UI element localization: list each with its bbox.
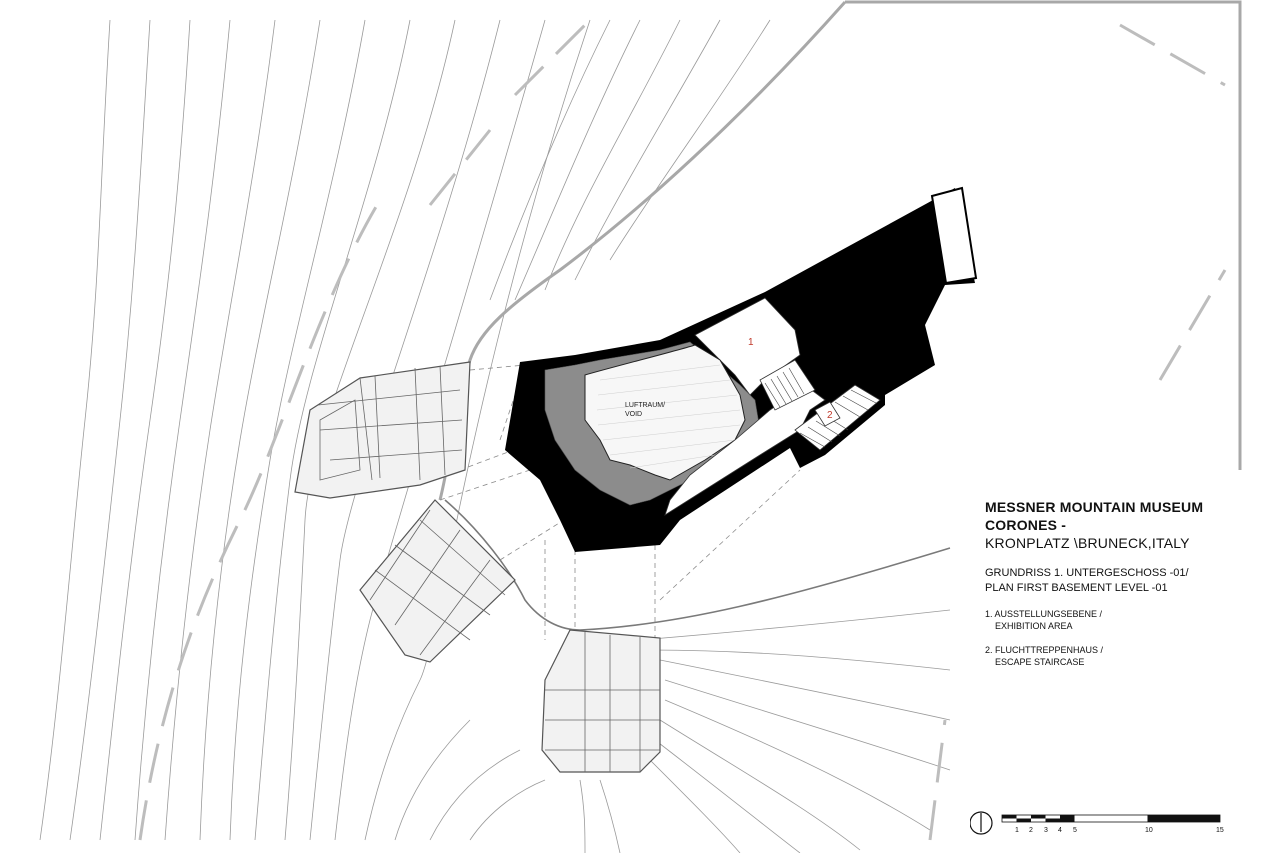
void-label-line2: VOID: [625, 411, 642, 418]
void-area: [584, 344, 746, 481]
scale-tick-2: 2: [1029, 827, 1033, 834]
pod-southwest: [359, 499, 516, 663]
project-location: KRONPLATZ \BRUNECK,ITALY: [985, 535, 1190, 551]
scale-tick-3: 3: [1044, 827, 1048, 834]
project-title-line2: CORONES -: [985, 517, 1067, 533]
scale-tick-4: 4: [1058, 827, 1062, 834]
room-legend: 1. AUSSTELLUNGSEBENE / EXHIBITION AREA 2…: [985, 608, 1275, 668]
void-label-line1: LUFTRAUM/: [625, 402, 665, 409]
room-number-1: 1: [748, 337, 754, 348]
subtitle-line1: GRUNDRISS 1. UNTERGESCHOSS -01/: [985, 567, 1189, 579]
stair-main: [759, 359, 816, 411]
pod-west: [294, 361, 471, 499]
scale-tick-10: 10: [1145, 827, 1153, 834]
legend-item-1-label: 1. AUSSTELLUNGSEBENE /: [985, 609, 1103, 619]
legend-item-2-label: 2. FLUCHTTREPPENHAUS /: [985, 645, 1104, 655]
drawing-subtitle: GRUNDRISS 1. UNTERGESCHOSS -01/ PLAN FIR…: [985, 566, 1275, 596]
north-arrow-icon: [970, 811, 993, 835]
guide-lines: [439, 364, 801, 640]
scale-tick-5: 5: [1073, 827, 1077, 834]
legend-item-2-sub: ESCAPE STAIRCASE: [995, 657, 1085, 667]
legend-item-1: 1. AUSSTELLUNGSEBENE / EXHIBITION AREA: [985, 608, 1275, 632]
subtitle-line2: PLAN FIRST BASEMENT LEVEL -01: [985, 582, 1168, 594]
room-number-2: 2: [827, 410, 833, 421]
drawing-title-block: MESSNER MOUNTAIN MUSEUM CORONES - KRONPL…: [985, 498, 1275, 680]
scale-bar: 1 2 3 4 5 10 15: [970, 811, 1224, 835]
project-title-line1: MESSNER MOUNTAIN MUSEUM: [985, 499, 1204, 515]
contour-lines: [39, 19, 951, 853]
scale-tick-1: 1: [1015, 827, 1019, 834]
path-segments: [138, 23, 1227, 841]
scale-bar-segments: [1001, 814, 1221, 823]
pod-south: [541, 629, 661, 773]
scale-tick-labels: 1 2 3 4 5 10 15: [1015, 827, 1224, 834]
legend-item-2: 2. FLUCHTTREPPENHAUS / ESCAPE STAIRCASE: [985, 644, 1275, 668]
legend-item-1-sub: EXHIBITION AREA: [995, 621, 1073, 631]
scale-tick-15: 15: [1216, 827, 1224, 834]
building-plan: 1 2 LUFTRAUM/ VOID: [505, 186, 978, 552]
